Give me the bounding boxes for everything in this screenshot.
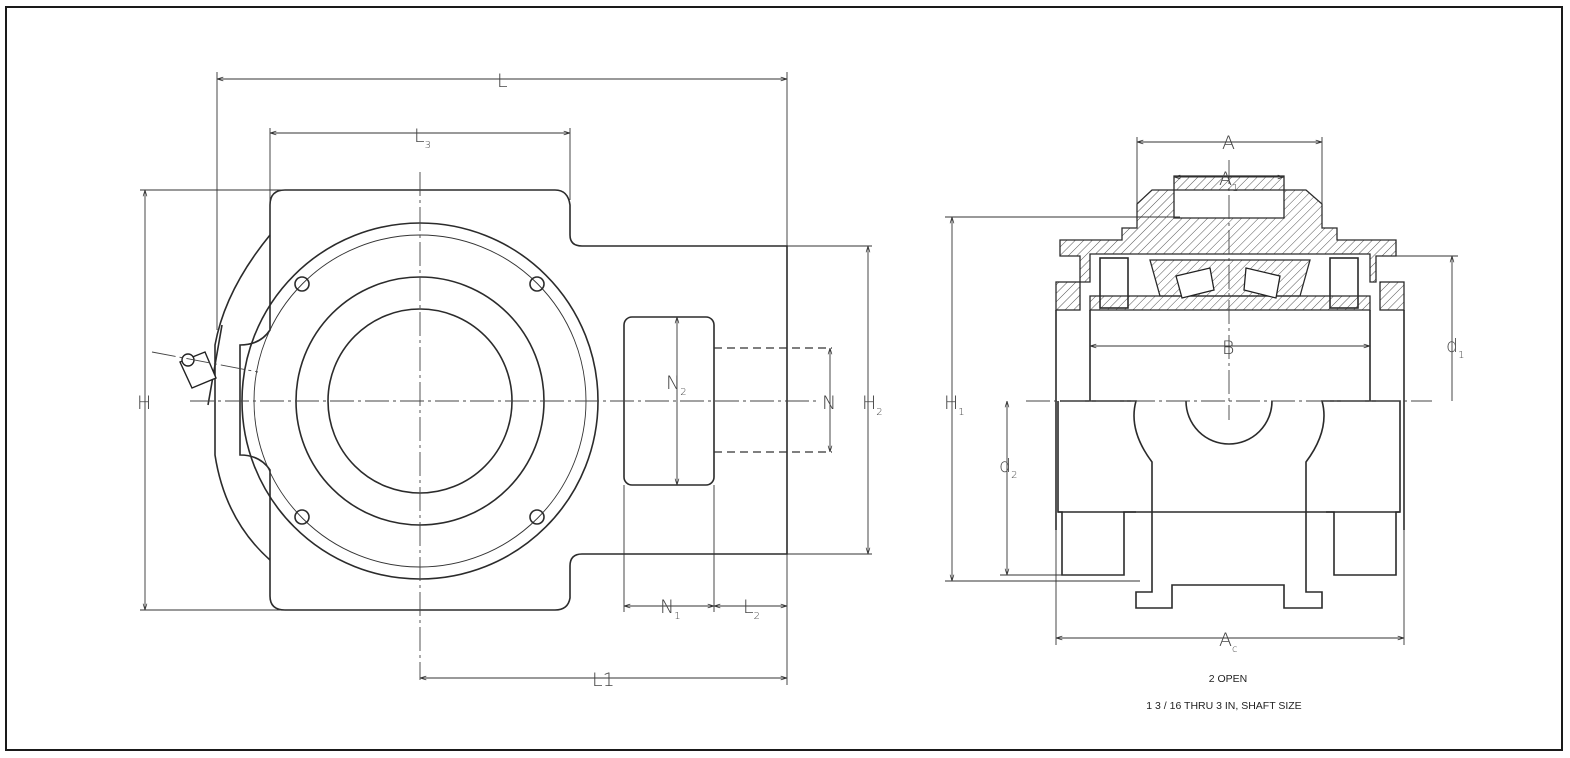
section-view <box>945 137 1458 645</box>
dim-H1: H1 <box>944 392 965 418</box>
dim-N2: N2 <box>666 372 687 398</box>
bolt-hole <box>529 276 545 292</box>
dim-L: L <box>497 70 508 92</box>
end-flange <box>1379 281 1405 311</box>
set-screw <box>1329 257 1359 309</box>
roller <box>1243 267 1281 299</box>
dim-d1: d1 <box>1446 335 1464 361</box>
dim-A1: A1 <box>1219 168 1238 194</box>
set-screw <box>1099 257 1129 309</box>
caption-shaft-size: 1 3 / 16 THRU 3 IN, SHAFT SIZE <box>1146 700 1301 712</box>
dim-N: N <box>822 392 836 414</box>
dim-H2: H2 <box>862 392 883 418</box>
bolt-hole <box>529 509 545 525</box>
bolt-hole <box>294 276 310 292</box>
bore-arc <box>1185 400 1273 445</box>
bearing-cup-section <box>1149 259 1311 297</box>
dim-L1: L1 <box>592 669 615 691</box>
inner-ring-section <box>1089 295 1371 311</box>
dim-d2: d2 <box>999 455 1017 481</box>
housing-outline <box>239 189 788 611</box>
dim-N1: N1 <box>660 596 681 622</box>
housing-side <box>214 234 271 561</box>
dim-Ac: Ac <box>1219 629 1238 655</box>
lower-body <box>1057 400 1401 609</box>
end-flange <box>1055 281 1081 311</box>
dim-B: B <box>1222 337 1234 359</box>
roller <box>1175 267 1215 299</box>
dim-L2: L2 <box>743 596 760 622</box>
bolt-hole <box>294 509 310 525</box>
front-view <box>140 72 872 685</box>
dim-H: H <box>137 392 151 414</box>
dim-A: A <box>1222 132 1235 154</box>
caption-type: 2 OPEN <box>1209 673 1248 685</box>
dim-L3: L3 <box>414 125 431 151</box>
grease-fitting-icon <box>151 324 259 406</box>
drawing-frame <box>5 6 1563 751</box>
